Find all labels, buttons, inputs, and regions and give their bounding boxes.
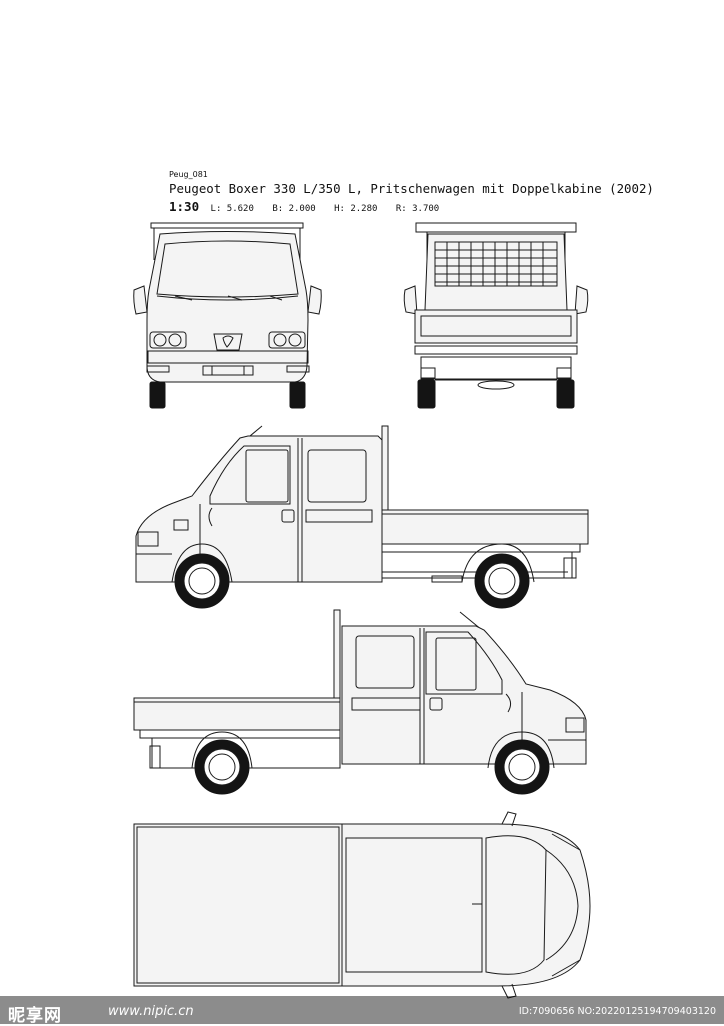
watermark-logo: 昵享网 xyxy=(8,1006,62,1026)
dimension-line: 1:30 L: 5.620 B: 2.000 H: 2.280 R: 3.700 xyxy=(169,199,452,214)
side-view-left xyxy=(128,418,598,618)
watermark-site: www.nipic.cn xyxy=(108,1004,194,1019)
drawing-code: Peug_081 xyxy=(169,170,208,179)
height-value: H: 2.280 xyxy=(334,204,378,214)
length-value: L: 5.620 xyxy=(210,204,254,214)
top-view xyxy=(132,810,594,994)
watermark-id: ID:7090656 NO:20220125194709403120 xyxy=(518,1006,716,1017)
width-value: B: 2.000 xyxy=(272,204,316,214)
scale-label: 1:30 xyxy=(169,199,200,214)
watermark-bar xyxy=(0,996,724,1024)
front-view xyxy=(130,220,330,412)
turning-radius-value: R: 3.700 xyxy=(395,204,440,214)
rear-view xyxy=(397,220,597,412)
side-view-right xyxy=(130,608,594,800)
drawing-title: Peugeot Boxer 330 L/350 L, Pritschenwage… xyxy=(169,181,654,196)
